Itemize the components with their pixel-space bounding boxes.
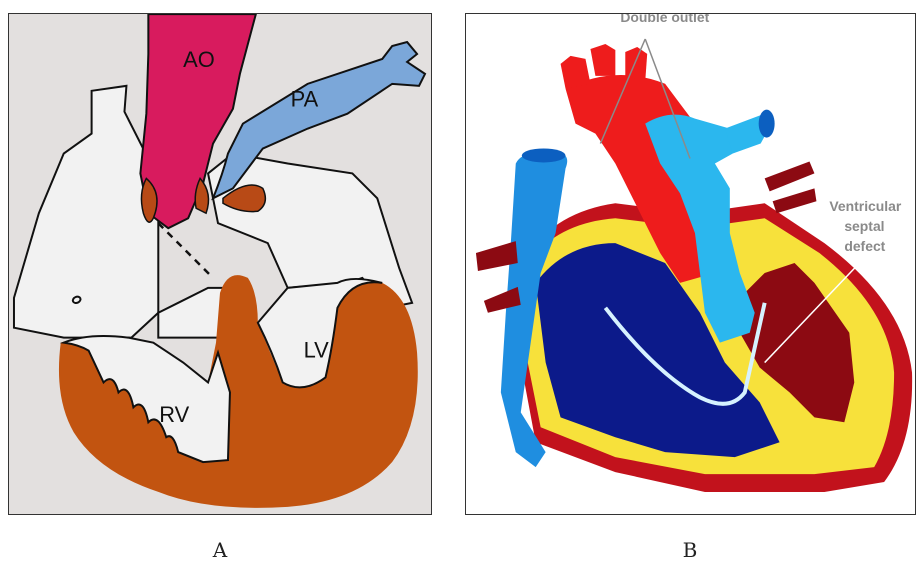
label-rv: RV	[159, 402, 189, 427]
atrial-floor-outline	[158, 288, 223, 338]
septal-defect-dashed-line	[158, 223, 213, 278]
illustrated-heart-diagram: Double outlet Ventricular septal defect	[466, 14, 915, 514]
aorta-branch-1	[561, 56, 591, 89]
label-lv: LV	[304, 338, 330, 363]
pa-opening	[759, 110, 775, 138]
aorta-branch-2	[590, 44, 615, 76]
schematic-heart-diagram: AO PA LV RV	[9, 14, 431, 514]
caption-a: A	[213, 538, 227, 562]
label-pa: PA	[291, 87, 319, 112]
annotation-vsd-line1: Ventricular	[829, 198, 902, 214]
diagram-panel-b: Double outlet Ventricular septal defect	[465, 13, 916, 515]
annotation-vsd-line2: septal	[844, 218, 884, 234]
annotation-vsd-line3: defect	[844, 238, 885, 254]
aortic-valve-right	[195, 178, 208, 213]
diagram-panel-a: AO PA LV RV	[8, 13, 432, 515]
annotation-double-outlet: Double outlet	[620, 14, 709, 25]
caption-b: B	[683, 538, 698, 562]
svc-opening	[522, 149, 566, 163]
pulmonary-vein-right-2	[773, 188, 817, 213]
pulmonary-vein-right	[765, 161, 815, 191]
label-ao: AO	[183, 47, 215, 72]
right-atrium-outline	[14, 86, 158, 338]
